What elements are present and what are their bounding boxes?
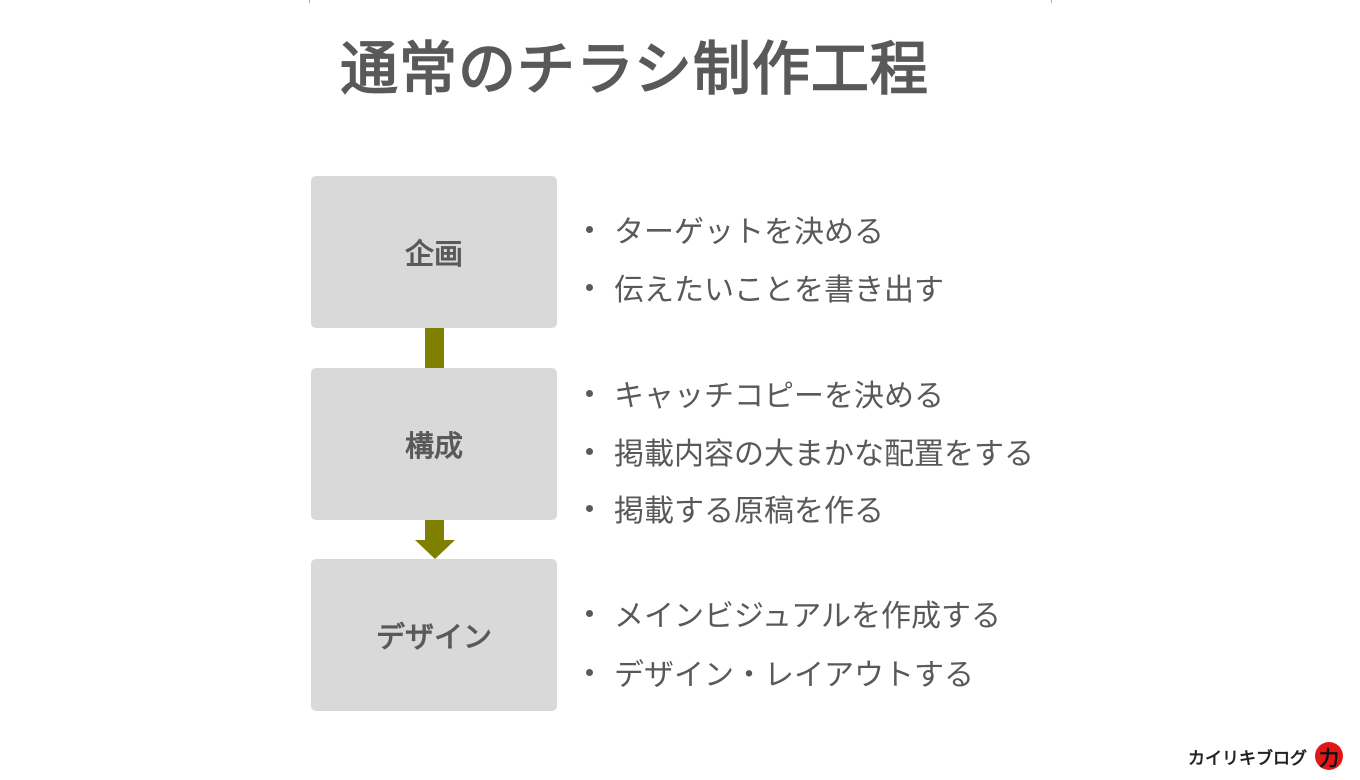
bullet-icon [586,504,593,512]
bullet-icon [586,447,593,455]
bullet-icon [586,668,593,676]
arrow-down-icon [415,540,455,559]
list-item: 掲載内容の大まかな配置をする [586,429,1034,473]
step-box-planning: 企画 [311,176,557,328]
bullet-icon [586,609,593,617]
bullet-icon [586,283,593,291]
logo-mark-icon: 力 [1315,742,1343,770]
arrow-down-shaft [425,518,444,542]
step-box-design: デザイン [311,559,557,711]
list-item: 掲載する原稿を作る [586,486,884,530]
list-item: デザイン・レイアウトする [586,650,974,694]
arrow-connector [425,326,444,370]
bullet-icon [586,389,593,397]
list-item: キャッチコピーを決める [586,371,944,415]
list-item: ターゲットを決める [586,207,884,251]
list-item: 伝えたいことを書き出す [586,265,944,309]
brand-logo: カイリキブログ 力 [1188,742,1343,770]
step-box-structure: 構成 [311,368,557,520]
slide-corner-mark [1051,0,1052,3]
page-title: 通常のチラシ制作工程 [340,35,929,103]
slide-corner-mark [309,0,310,3]
list-item: メインビジュアルを作成する [586,591,1001,635]
bullet-icon [586,225,593,233]
